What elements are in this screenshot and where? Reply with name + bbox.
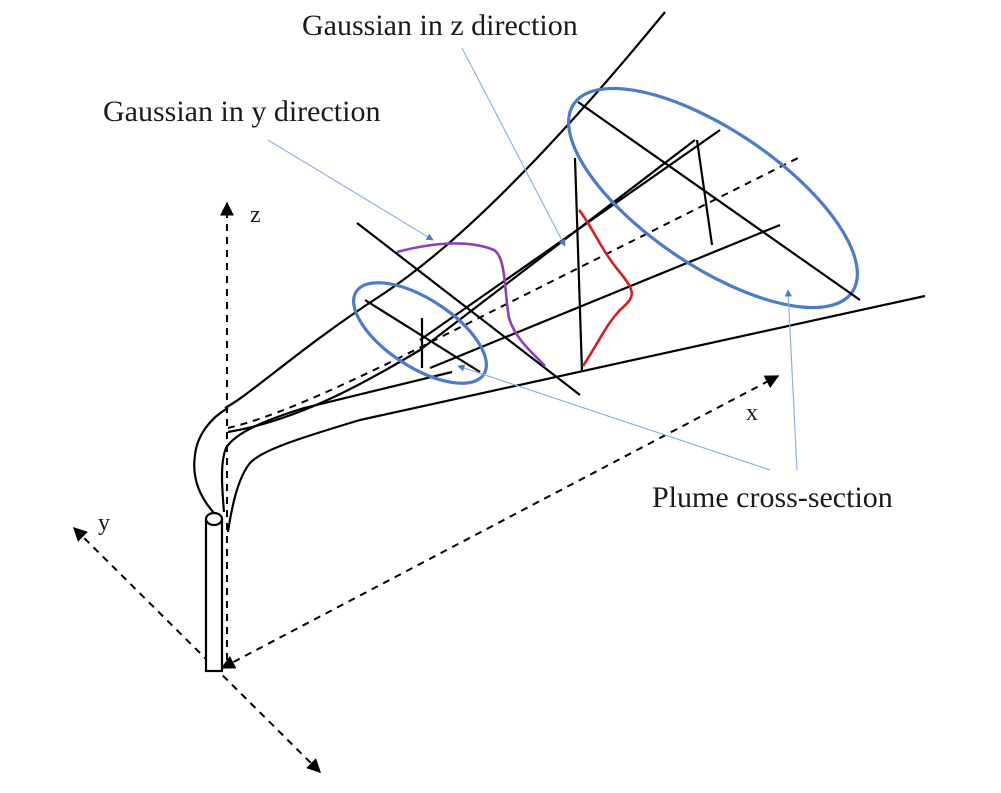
- plume-upper-boundary: [224, 11, 666, 409]
- plume-axis-line-2: [429, 223, 781, 370]
- plume-core-line: [227, 139, 696, 434]
- gaussian-z-curve: [577, 209, 634, 367]
- stack: [204, 518, 224, 673]
- plume-rise-inner: [220, 370, 453, 513]
- plume-rise-outer: [193, 407, 229, 514]
- gaussian-y-curve: [396, 242, 546, 367]
- leader-gaussian-y: [267, 139, 434, 241]
- label-gaussian-y: Gaussian in y direction: [103, 95, 380, 128]
- plume-centre-line: [227, 156, 801, 429]
- y-axis-arrow: [73, 527, 321, 773]
- plume-axis-line-1: [419, 129, 721, 341]
- label-axis-z: z: [250, 202, 261, 228]
- gaussian-y-baseline: [356, 222, 581, 396]
- stack-top: [204, 511, 224, 527]
- leader-cross-section-far: [784, 289, 798, 471]
- far-cross-section: [567, 86, 859, 310]
- label-axis-y: y: [98, 510, 110, 536]
- label-plume-cross-section: Plume cross-section: [652, 481, 893, 514]
- leader-gaussian-z: [461, 47, 566, 247]
- far-cross-section-y-line: [577, 101, 861, 301]
- label-gaussian-z: Gaussian in z direction: [302, 9, 578, 42]
- gaussian-z-baseline: [573, 157, 584, 373]
- leader-cross-section-near: [457, 364, 771, 471]
- far-cross-section-z-line: [695, 139, 714, 246]
- x-axis-arrow: [220, 375, 780, 669]
- plume-lower-boundary: [226, 294, 926, 533]
- label-axis-x: x: [746, 400, 758, 426]
